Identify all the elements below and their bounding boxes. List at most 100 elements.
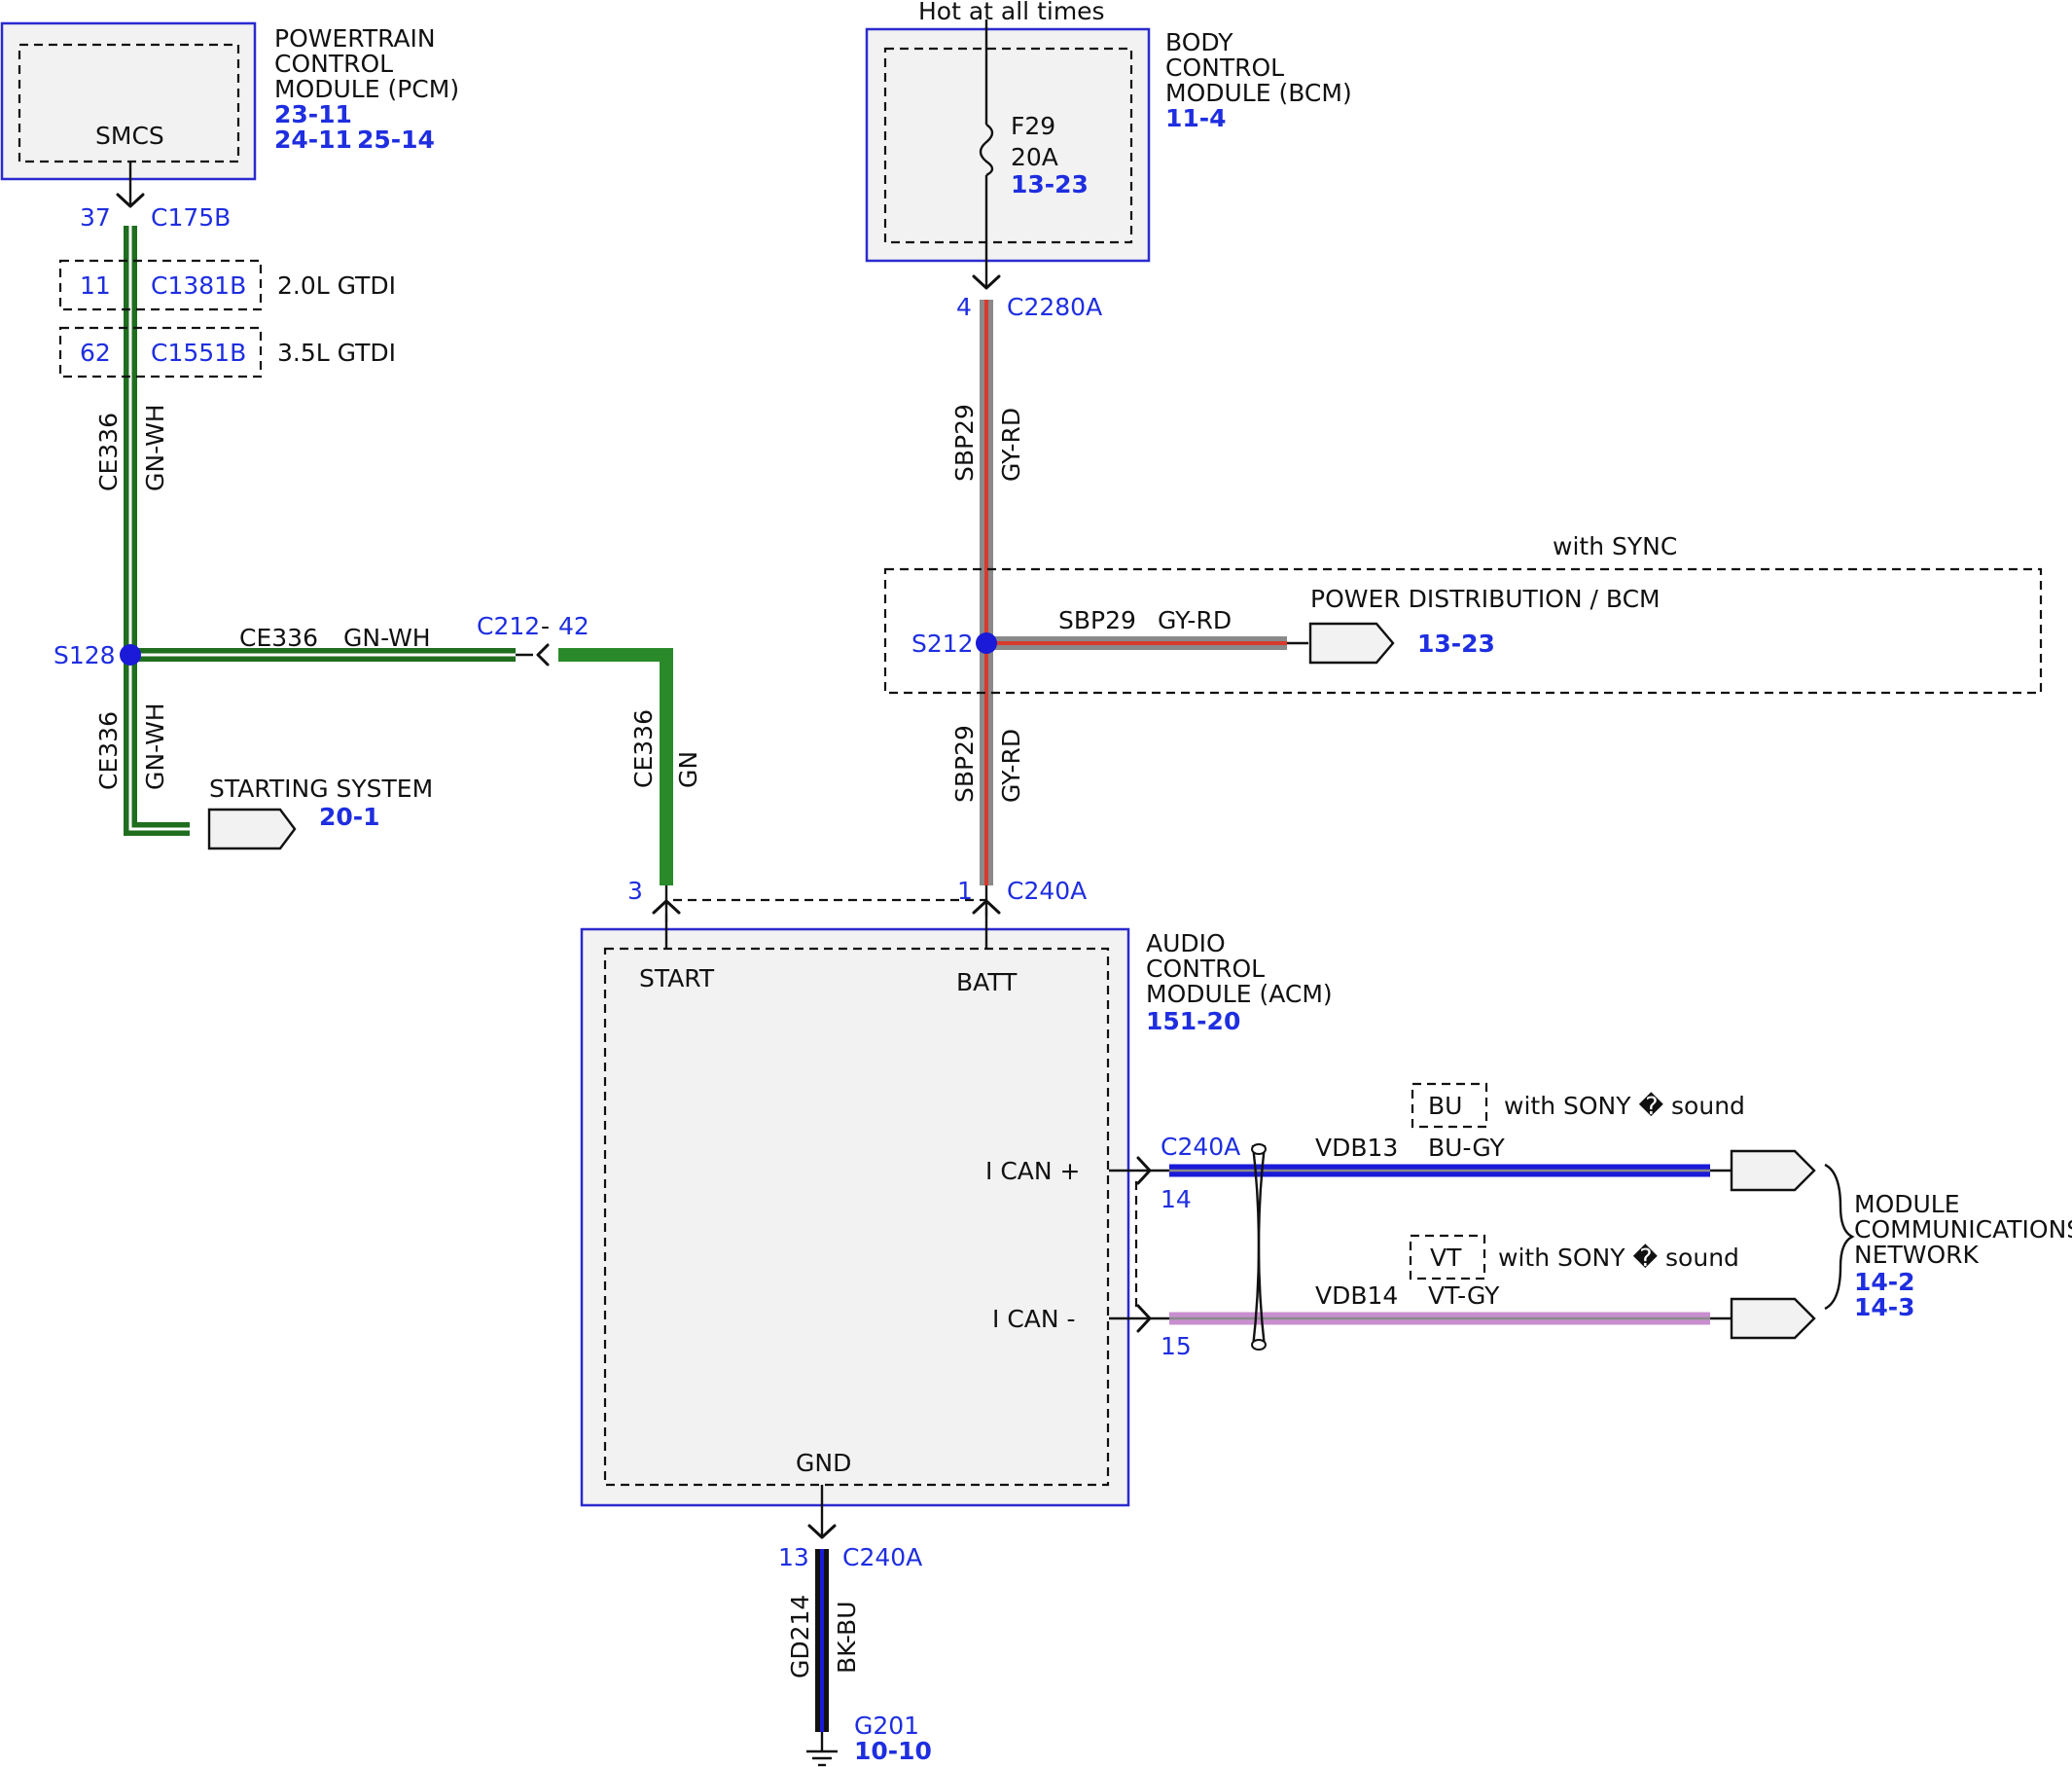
bcm-module: [865, 27, 1151, 263]
connector-arrow-icon: [1136, 1156, 1152, 1185]
mcn-name-3: NETWORK: [1854, 1241, 1980, 1269]
ce336-color-upper: GN-WH: [141, 404, 169, 491]
c212-dash: -: [541, 612, 550, 640]
pcm-ref-2[interactable]: 24-11: [274, 126, 352, 154]
ce336-label-upper: CE336: [94, 413, 123, 491]
c212-connector-label: C212: [477, 612, 540, 640]
connector-arrow-icon: [972, 274, 1001, 290]
c212-pin: 42: [558, 612, 589, 640]
c1551b-connector: C1551B: [151, 339, 246, 367]
connector-arrow-icon: [652, 899, 681, 915]
splice-s212-icon: [976, 632, 997, 654]
mcn-flag-minus-icon[interactable]: [1730, 1297, 1816, 1340]
acm-ican-minus-label: I CAN -: [992, 1305, 1076, 1333]
fuse-icon: [979, 124, 994, 177]
mcn-flag-plus-icon[interactable]: [1730, 1149, 1816, 1192]
vdb14-label: VDB14: [1315, 1281, 1398, 1310]
c1381b-connector: C1381B: [151, 271, 246, 300]
wire-ce336-gn: [558, 648, 673, 885]
mcn-name-2: COMMUNICATIONS: [1854, 1215, 2072, 1244]
sbp29-label-upper: SBP29: [950, 404, 979, 482]
pcm-pin-number: 37: [80, 203, 111, 232]
pcm-internal: [18, 43, 240, 163]
ground-ref[interactable]: 10-10: [854, 1737, 932, 1765]
bcm-name-2: CONTROL: [1165, 54, 1284, 82]
wire-ce336-s128-starting: [124, 656, 190, 836]
sony-vt-box: [1409, 1234, 1486, 1280]
sbp29-color-upper: GY-RD: [997, 408, 1025, 482]
sony-bu-label: BU: [1428, 1092, 1462, 1120]
acm-start-label: START: [639, 964, 715, 992]
splice-s128-label: S128: [54, 641, 116, 669]
sony-bu-box: [1411, 1082, 1488, 1129]
ce336-color-lower: GN-WH: [141, 703, 169, 790]
c212-connector-icon: [536, 643, 550, 667]
power-distribution-label: POWER DISTRIBUTION / BCM: [1310, 585, 1661, 613]
acm-name-1: AUDIO: [1146, 929, 1226, 957]
mcn-ref-2[interactable]: 14-3: [1854, 1293, 1915, 1321]
sbp29-color-lower: GY-RD: [997, 729, 1025, 803]
connector-arrow-icon: [1136, 1304, 1152, 1333]
connector-arrow-icon: [807, 1524, 837, 1539]
splice-s128-icon: [120, 644, 141, 666]
acm-ref[interactable]: 151-20: [1146, 1007, 1240, 1035]
acm-pin-group-bracket: [664, 898, 988, 922]
pcm-ref-3[interactable]: 25-14: [357, 126, 435, 154]
pcm-module: [0, 21, 257, 181]
mcn-name-1: MODULE: [1854, 1190, 1960, 1218]
pcm-name-1: POWERTRAIN: [274, 24, 436, 53]
acm-batt-label: BATT: [956, 968, 1018, 996]
ce336-label-lower: CE336: [94, 711, 123, 790]
acm-name-2: CONTROL: [1146, 955, 1265, 983]
connector-arrow-icon: [116, 193, 145, 208]
sync-option-box: [883, 567, 2043, 695]
gnd-pin: 13: [778, 1543, 809, 1571]
bcm-name-1: BODY: [1165, 28, 1233, 56]
fuse-rating: 20A: [1011, 143, 1058, 171]
starting-system-ref[interactable]: 20-1: [319, 803, 380, 831]
connector-arrow-icon: [972, 899, 1001, 915]
bcm-internal: [883, 47, 1133, 244]
acm-batt-connector: C240A: [1007, 877, 1087, 905]
c1381b-engine: 2.0L GTDI: [277, 271, 396, 300]
starting-system-label: STARTING SYSTEM: [209, 775, 433, 803]
acm-gnd-label: GND: [796, 1449, 851, 1477]
ce336-label-horizontal: CE336: [239, 624, 318, 652]
gd214-color: BK-BU: [833, 1602, 861, 1675]
bcm-ref[interactable]: 11-4: [1165, 104, 1227, 132]
sbp29-color-horizontal: GY-RD: [1158, 606, 1232, 634]
power-distribution-flag-icon[interactable]: [1308, 622, 1395, 665]
sony-label-upper: with SONY � sound: [1504, 1092, 1745, 1120]
gnd-connector: C240A: [842, 1543, 922, 1571]
bcm-connector: C2280A: [1007, 293, 1102, 321]
starting-system-flag-icon[interactable]: [207, 808, 297, 850]
brace-icon: [1824, 1163, 1855, 1311]
pcm-connector: C175B: [151, 203, 231, 232]
ce336-label-start: CE336: [629, 709, 658, 788]
vdb14-color: VT-GY: [1428, 1281, 1500, 1310]
pcm-name-2: CONTROL: [274, 50, 393, 78]
power-distribution-ref[interactable]: 13-23: [1417, 630, 1495, 658]
pcm-pin-smcs: SMCS: [95, 122, 164, 150]
fuse-ref[interactable]: 13-23: [1011, 170, 1089, 198]
sbp29-label-lower: SBP29: [950, 725, 979, 803]
vdb13-color: BU-GY: [1428, 1134, 1506, 1162]
can-minus-pin: 15: [1161, 1332, 1192, 1360]
inline-connector-c1381b: [58, 259, 263, 311]
sony-vt-label: VT: [1430, 1244, 1462, 1272]
pcm-name-3: MODULE (PCM): [274, 75, 459, 103]
mcn-ref-1[interactable]: 14-2: [1854, 1268, 1915, 1296]
sbp29-label-horizontal: SBP29: [1058, 606, 1136, 634]
bcm-hot-at-all-times: Hot at all times: [918, 0, 1105, 25]
ce336-color-horizontal: GN-WH: [343, 624, 431, 652]
can-plus-pin: 14: [1161, 1185, 1192, 1213]
acm-batt-pin: 1: [957, 877, 973, 905]
sony-label-lower: with SONY � sound: [1498, 1244, 1739, 1272]
acm-internal: [603, 947, 1110, 1487]
ground-g201-label: G201: [854, 1712, 919, 1740]
pcm-ref-1[interactable]: 23-11: [274, 100, 352, 128]
splice-s212-label: S212: [911, 630, 974, 658]
vdb13-label: VDB13: [1315, 1134, 1398, 1162]
bcm-name-3: MODULE (BCM): [1165, 79, 1352, 107]
